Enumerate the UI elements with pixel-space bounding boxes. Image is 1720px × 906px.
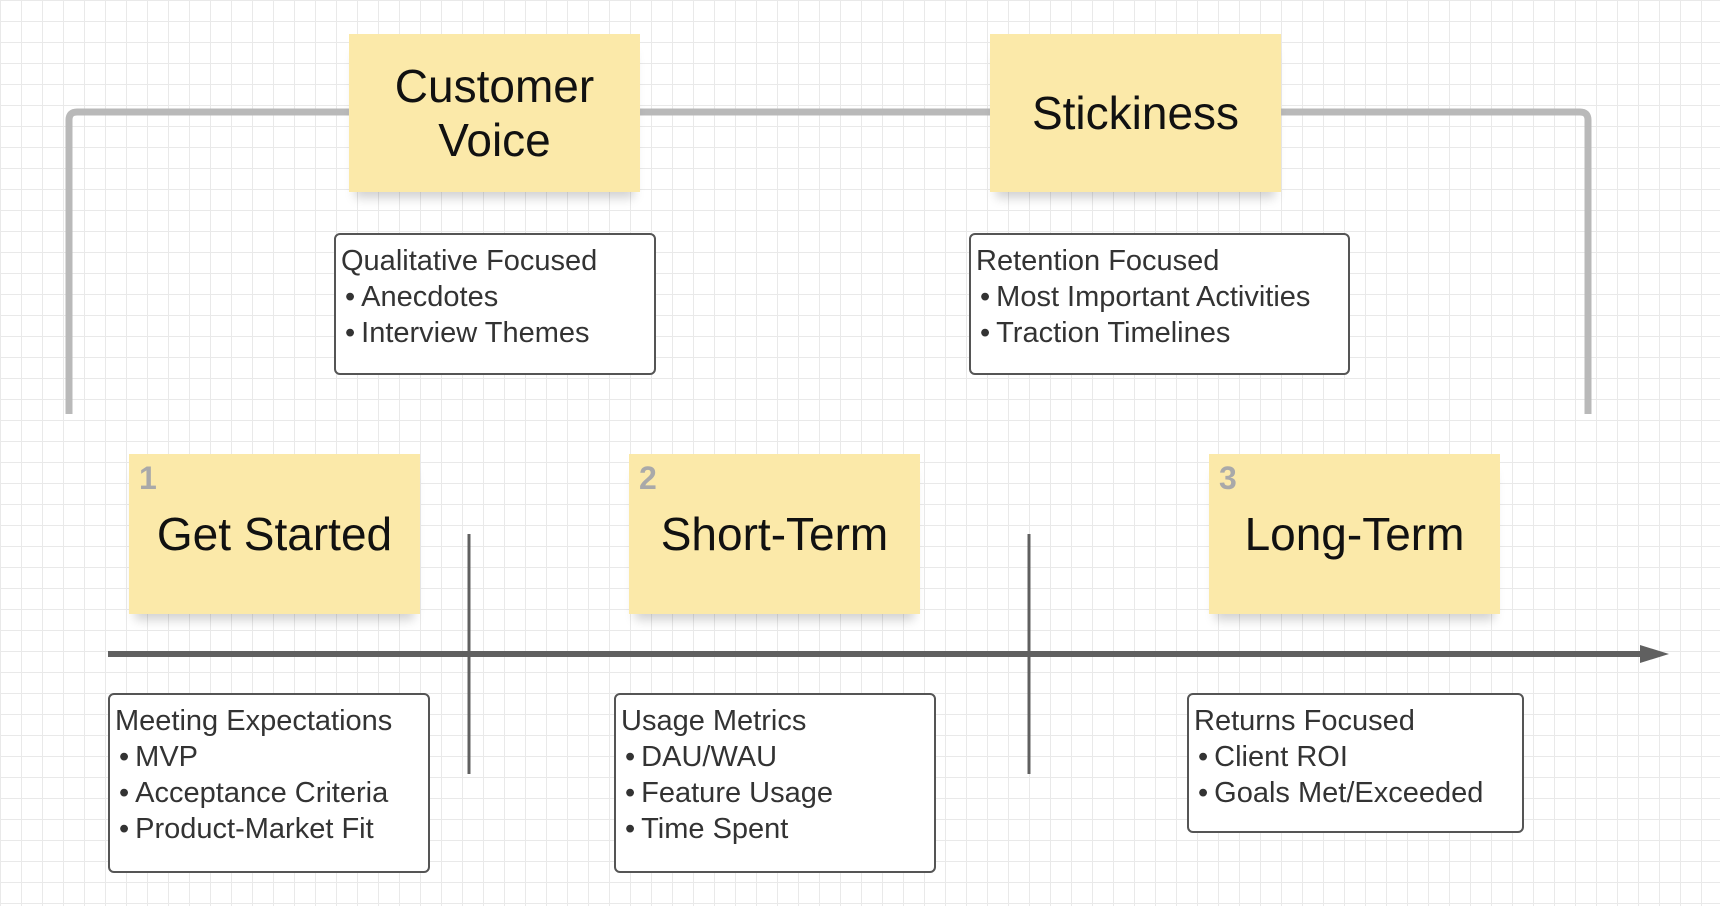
box-heading: Returns Focused: [1194, 705, 1415, 737]
bullet-list: DAU/WAU Feature Usage Time Spent: [621, 739, 928, 847]
list-item: Time Spent: [621, 811, 928, 847]
list-item: DAU/WAU: [621, 739, 928, 775]
box-retention-focused[interactable]: Retention Focused Most Important Activit…: [969, 233, 1350, 375]
list-item: Product-Market Fit: [115, 811, 422, 847]
list-item: Acceptance Criteria: [115, 775, 422, 811]
sticky-customer-voice[interactable]: Customer Voice: [349, 34, 640, 192]
list-item: Client ROI: [1194, 739, 1516, 775]
list-item: Feature Usage: [621, 775, 928, 811]
sticky-title: Long-Term: [1244, 508, 1465, 560]
bullet-list: Anecdotes Interview Themes: [341, 279, 648, 351]
step-number: 1: [139, 460, 157, 496]
box-qualitative-focused[interactable]: Qualitative Focused Anecdotes Interview …: [334, 233, 656, 375]
sticky-short-term[interactable]: 2 Short-Term: [629, 454, 920, 614]
step-number: 2: [639, 460, 657, 496]
timeline-arrowhead: [1640, 645, 1669, 663]
step-number: 3: [1219, 460, 1237, 496]
sticky-stickiness[interactable]: Stickiness: [990, 34, 1281, 192]
top-bracket-line: [65, 108, 1592, 414]
box-heading: Qualitative Focused: [341, 245, 598, 277]
list-item: Goals Met/Exceeded: [1194, 775, 1516, 811]
box-usage-metrics[interactable]: Usage Metrics DAU/WAU Feature Usage Time…: [614, 693, 936, 873]
bullet-list: Most Important Activities Traction Timel…: [976, 279, 1342, 351]
bullet-list: MVP Acceptance Criteria Product-Market F…: [115, 739, 422, 847]
box-meeting-expectations[interactable]: Meeting Expectations MVP Acceptance Crit…: [108, 693, 430, 873]
list-item: MVP: [115, 739, 422, 775]
list-item: Most Important Activities: [976, 279, 1342, 315]
sticky-title: Short-Term: [660, 508, 889, 560]
sticky-title: Stickiness: [1031, 87, 1240, 139]
sticky-long-term[interactable]: 3 Long-Term: [1209, 454, 1500, 614]
box-returns-focused[interactable]: Returns Focused Client ROI Goals Met/Exc…: [1187, 693, 1524, 833]
bullet-list: Client ROI Goals Met/Exceeded: [1194, 739, 1516, 811]
list-item: Traction Timelines: [976, 315, 1342, 351]
sticky-title: Customer Voice: [394, 60, 595, 166]
box-heading: Usage Metrics: [621, 705, 807, 737]
box-heading: Retention Focused: [976, 245, 1220, 277]
list-item: Interview Themes: [341, 315, 648, 351]
sticky-get-started[interactable]: 1 Get Started: [129, 454, 420, 614]
box-heading: Meeting Expectations: [115, 705, 393, 737]
list-item: Anecdotes: [341, 279, 648, 315]
sticky-title: Get Started: [156, 508, 393, 560]
